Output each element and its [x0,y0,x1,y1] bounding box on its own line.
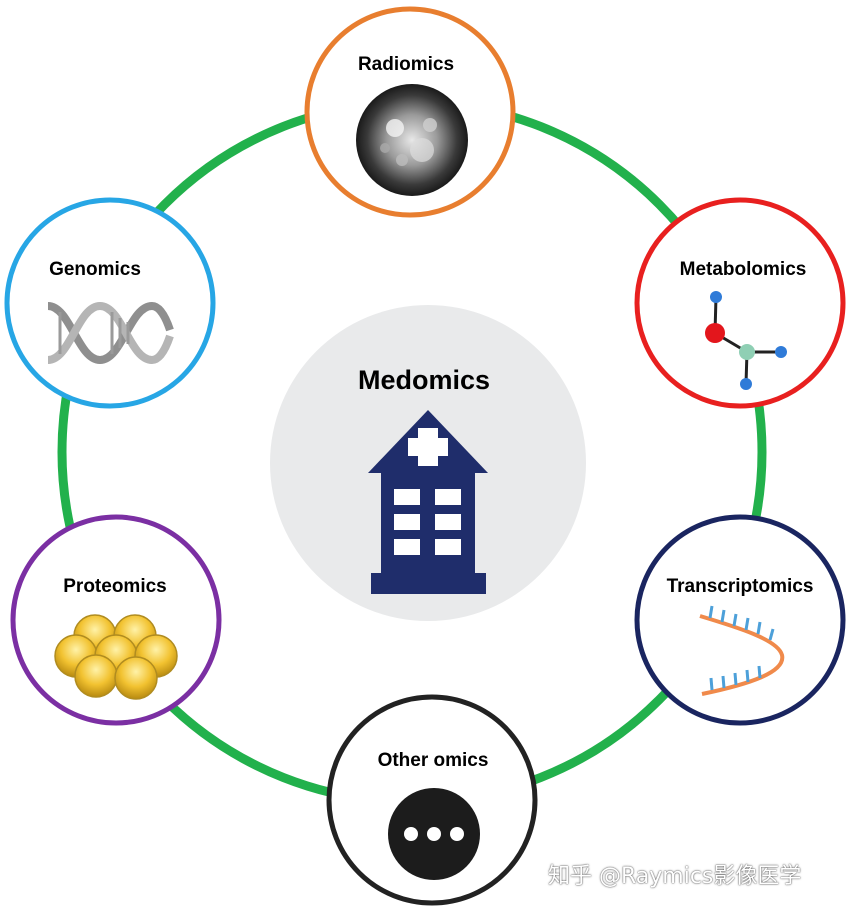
radiology-scan-icon [356,84,468,196]
node-other-omics: Other omics [326,694,538,906]
node-label: Metabolomics [680,259,807,280]
node-label: Proteomics [63,576,166,597]
node-proteomics: Proteomics [10,514,222,726]
center-node: Medomics [270,305,586,621]
center-title: Medomics [358,365,490,395]
rna-strand-icon [699,605,785,696]
node-label: Radiomics [358,54,454,75]
node-metabolomics: Metabolomics [634,197,846,409]
hospital-icon [368,410,488,594]
node-label: Transcriptomics [667,576,814,597]
protein-cluster-icon [54,614,178,700]
watermark: 知乎 @Raymics影像医学 [548,864,802,889]
more-dots-icon [388,788,480,880]
molecule-icon [705,291,787,390]
dna-icon [47,301,174,365]
node-label: Genomics [49,259,141,280]
node-genomics: Genomics [4,197,216,409]
node-transcriptomics: Transcriptomics [634,514,846,726]
node-label: Other omics [378,750,489,771]
node-radiomics: Radiomics [304,6,516,218]
